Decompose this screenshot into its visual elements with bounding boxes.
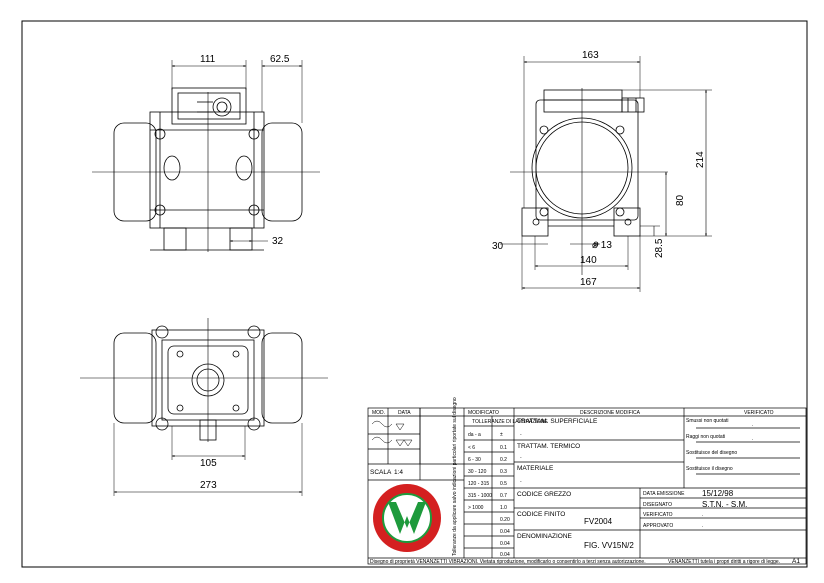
tb-rev-data: DATA <box>398 410 411 416</box>
tb-disegnato-label: DISEGNATO <box>643 502 672 508</box>
tb-trattamento-sup-val: . <box>520 430 522 437</box>
side-dim-offset: 62.5 <box>270 54 290 65</box>
tb-scala-value: 1:4 <box>394 469 403 476</box>
top-dim-inner: 105 <box>200 458 217 469</box>
tb-right-label-0: Smussi non quotati <box>686 418 729 424</box>
tb-right-val-1: . <box>752 436 753 442</box>
side-dim-width: 111 <box>200 54 216 65</box>
end-dim-width: 163 <box>582 50 599 61</box>
tol-val-4: 0.5 <box>500 481 507 487</box>
tb-data-emissione-label: DATA EMISSIONE <box>643 491 685 497</box>
tb-scala-label: SCALA <box>370 469 392 476</box>
top-dim-length: 273 <box>200 480 217 491</box>
tb-verificato-val: . <box>702 512 703 518</box>
tb-right-label-1: Raggi non quotati <box>686 434 725 440</box>
geom-tol-0: 0.20 <box>500 517 510 523</box>
tol-val-5: 0.7 <box>500 493 507 499</box>
tb-materiale: MATERIALE <box>517 465 554 472</box>
tol-range-6: > 1000 <box>468 505 484 511</box>
top-housing <box>151 329 265 427</box>
side-foot-left <box>163 227 187 251</box>
tol-range-2: 6 - 30 <box>468 457 481 463</box>
end-dim-base-inner: 140 <box>580 255 597 266</box>
end-terminal-box <box>543 89 623 113</box>
tb-trattamento-term: TRATTAM. TERMICO <box>517 443 580 450</box>
tb-right-val-0: . <box>752 422 753 428</box>
tb-rev-mod: MOD. <box>372 410 385 416</box>
tb-right-label-2: Sostituisce del disegno <box>686 450 737 456</box>
tb-data-emissione: 15/12/98 <box>702 489 734 498</box>
tol-val-6: 1.0 <box>500 505 507 511</box>
company-logo <box>373 484 441 552</box>
end-cable-gland <box>621 97 645 113</box>
tol-range-4: 120 - 315 <box>468 481 489 487</box>
drawing-border <box>21 20 808 568</box>
tb-codice-grezzo: CODICE GREZZO <box>517 491 571 498</box>
tol-val-3: 0.3 <box>500 469 507 475</box>
end-dim-base-outer: 167 <box>580 277 597 288</box>
end-dim-foot-height: 28.5 <box>654 238 665 258</box>
end-foot-left <box>521 207 549 237</box>
geom-tol-2: 0.04 <box>500 541 510 547</box>
top-view <box>80 318 328 496</box>
side-motor-right <box>261 122 303 222</box>
tb-denominazione-value: FIG. VV15N/2 <box>584 541 634 550</box>
tb-vertical-note: Tolleranze da applicare salvo indicazion… <box>452 397 458 556</box>
side-dim-foot: 32 <box>272 236 284 247</box>
tb-right-label-3: Sostituisce il disegno <box>686 466 733 472</box>
top-motor-left <box>113 332 157 424</box>
side-terminal-box <box>171 87 247 125</box>
tol-range-1: < 6 <box>468 445 475 451</box>
end-motor-circle <box>531 117 633 219</box>
tb-trattamento-term-val: . <box>520 453 522 460</box>
tb-descrizione: DESCRIZIONE MODIFICA <box>580 410 641 416</box>
tb-modificato: MODIFICATO <box>468 410 499 416</box>
side-view <box>92 60 320 252</box>
end-dim-foot-width: 30 <box>492 241 504 252</box>
tol-range-5: 315 - 1000 <box>468 493 492 499</box>
top-shaft-circle <box>191 363 225 397</box>
side-housing <box>149 111 265 229</box>
tb-codice-finito-value: FV2004 <box>584 517 613 526</box>
tb-approvato-val: . <box>702 523 703 529</box>
tol-val-0: ± <box>500 432 503 438</box>
tol-val-2: 0.2 <box>500 457 507 463</box>
tb-tolleranze-title: TOLLERANZE DI LAVORAZIONE <box>472 419 548 425</box>
tb-footer-left: Disegno di proprietà VENANZETTI VIBRAZIO… <box>370 559 646 565</box>
tb-trattamento-sup: TRATTAM. SUPERFICIALE <box>517 418 598 425</box>
tb-disegnato: S.T.N. - S.M. <box>702 500 747 509</box>
tb-sheet-size: A1 <box>792 558 800 565</box>
tb-denominazione: DENOMINAZIONE <box>517 533 573 540</box>
tb-footer-right: VENANZETTI tutela i propri diritti a rig… <box>668 559 780 565</box>
end-dim-axis: 80 <box>675 194 686 206</box>
tb-approvato-label: APPROVATO <box>643 523 673 529</box>
title-block <box>367 407 807 565</box>
tb-materiale-val: . <box>520 477 522 484</box>
end-foot-right <box>613 207 641 237</box>
geom-tol-3: 0.04 <box>500 552 510 558</box>
tb-codice-finito: CODICE FINITO <box>517 511 565 518</box>
tol-val-1: 0.1 <box>500 445 507 451</box>
geom-tol-1: 0.04 <box>500 529 510 535</box>
end-dim-height: 214 <box>695 151 706 168</box>
tb-verificato-head: VERIFICATO <box>744 410 774 416</box>
side-motor-left <box>113 122 157 222</box>
tol-range-3: 30 - 120 <box>468 469 487 475</box>
tb-verificato-label: VERIFICATO <box>643 512 673 518</box>
side-foot-right <box>229 227 253 251</box>
end-view <box>500 56 712 292</box>
tol-range-0: da - a <box>468 432 481 438</box>
top-motor-right <box>261 332 303 424</box>
end-dim-hole: ⌀ 13 <box>592 240 612 251</box>
